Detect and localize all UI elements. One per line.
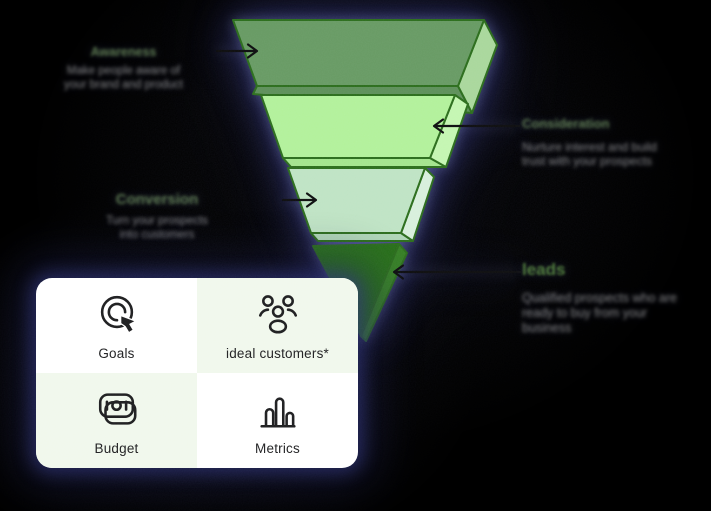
stage-label-consideration: Consideration Nurture interest and build… [522,116,711,168]
arrow-stage-4 [392,264,522,280]
card-item-budget: Budget [36,373,197,468]
desc-line: trust with your prospects [522,154,653,169]
funnel-stage-1-front [232,19,485,87]
desc-line: into customers [119,228,195,241]
card-item-metrics: Metrics [197,373,358,468]
people-group-icon [258,294,297,334]
target-cursor-icon [100,295,135,333]
desc-line: business [522,320,572,335]
card-item-goals: Goals [36,278,197,373]
stage-label-conversion: Conversion Turn your prospects into cust… [92,191,222,242]
card-item-label: Goals [98,345,135,361]
card-item-ideal-customers: ideal customers* [197,278,358,373]
card-item-label: Metrics [255,440,300,456]
stage-description: Turn your prospects into customers [92,215,222,242]
funnel-stage-3-bottom [310,232,414,242]
stage-title: Consideration [522,116,610,131]
stage-title: Conversion [115,191,199,208]
card-item-label: Budget [94,440,139,456]
desc-line: Make people aware of [66,65,181,77]
stage-description: Nurture interest and build trust with yo… [522,140,711,168]
stage-title: leads [522,260,566,279]
desc-line: Turn your prospects [106,215,208,227]
funnel-stage-2-bottom [282,157,447,168]
stage-label-awareness: Awareness Make people aware of your bran… [36,45,211,92]
desc-line: Qualified prospects who are [522,291,677,305]
card-item-label: ideal customers* [226,345,329,361]
banknote-icon [98,392,137,425]
desc-line: your brand and product [64,78,183,91]
stage-description: Qualified prospects who are ready to buy… [522,291,711,335]
arrow-stage-1 [215,43,259,59]
stage-label-leads: leads Qualified prospects who are ready … [522,260,711,335]
planning-card: Goals ideal customers* Budget [36,278,358,468]
stage-title: Awareness [90,45,157,59]
desc-line: Nurture interest and build [522,140,657,154]
bar-chart-icon [259,396,296,428]
funnel-stage-2-front [260,94,456,159]
desc-line: ready to buy from your [522,305,648,320]
stage-description: Make people aware of your brand and prod… [36,65,211,92]
